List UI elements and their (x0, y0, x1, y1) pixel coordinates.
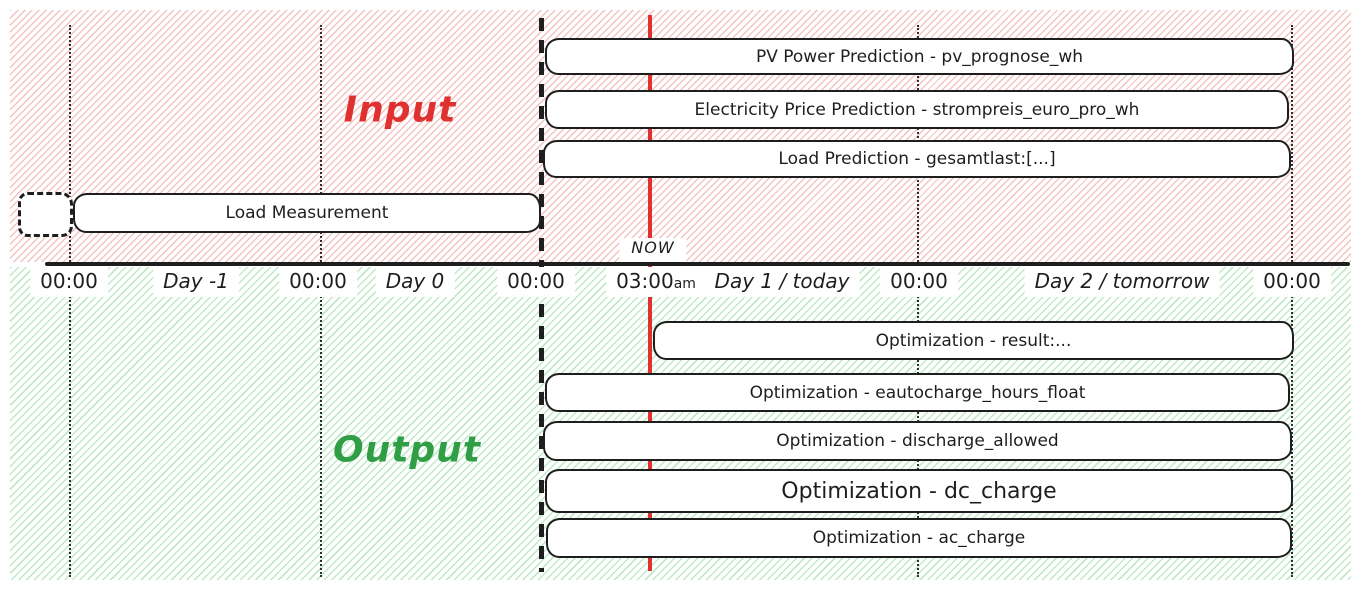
axis-tick-3: Day 0 (375, 267, 455, 297)
axis-tick-label: 00:00 (507, 269, 565, 293)
load-measurement-stub (18, 192, 73, 237)
midnight-guide-end (1291, 25, 1293, 577)
axis-tick-label: Day 0 (385, 269, 445, 293)
optimization-ac-charge-bar: Optimization - ac_charge (546, 518, 1292, 558)
axis-tick-label: 00:00 (1263, 269, 1321, 293)
electricity-price-prediction-bar-label: Electricity Price Prediction - stromprei… (694, 99, 1140, 120)
axis-tick-suffix: am (673, 276, 696, 292)
optimization-discharge-bar: Optimization - discharge_allowed (543, 421, 1292, 461)
midnight-guide-day-2 (917, 25, 919, 577)
axis-tick-6: Day 1 / today (704, 267, 860, 297)
axis-tick-2: 00:00 (279, 267, 357, 297)
time-axis-line (45, 262, 1350, 266)
axis-tick-label: Day 2 / tomorrow (1034, 269, 1210, 293)
axis-tick-9: 00:00 (1253, 267, 1331, 297)
optimization-dc-charge-bar-label: Optimization - dc_charge (781, 478, 1057, 504)
load-measurement-bar-label: Load Measurement (225, 203, 389, 223)
optimization-result-bar: Optimization - result:... (653, 321, 1294, 360)
axis-tick-1: Day -1 (153, 267, 239, 297)
axis-tick-label: 00:00 (289, 269, 347, 293)
optimization-dc-charge-bar: Optimization - dc_charge (545, 469, 1293, 513)
input-section-label: Input (343, 89, 457, 131)
load-prediction-bar-label: Load Prediction - gesamtlast:[...] (778, 149, 1056, 169)
load-measurement-bar: Load Measurement (73, 193, 541, 233)
optimization-eautocharge-bar: Optimization - eautocharge_hours_float (545, 373, 1290, 412)
axis-tick-4: 00:00 (497, 267, 575, 297)
midnight-guide-day-0 (320, 25, 322, 577)
optimization-ac-charge-bar-label: Optimization - ac_charge (812, 528, 1026, 548)
axis-tick-0: 00:00 (30, 267, 108, 297)
load-prediction-bar: Load Prediction - gesamtlast:[...] (543, 140, 1291, 178)
pv-power-prediction-bar-label: PV Power Prediction - pv_prognose_wh (755, 46, 1084, 67)
axis-tick-label: Day -1 (163, 269, 229, 293)
axis-tick-8: Day 2 / tomorrow (1024, 267, 1220, 297)
pv-power-prediction-bar: PV Power Prediction - pv_prognose_wh (545, 38, 1294, 75)
optimization-eautocharge-bar-label: Optimization - eautocharge_hours_float (749, 382, 1086, 403)
midnight-guide-day-minus-1 (69, 25, 71, 577)
axis-tick-5: 03:00am (606, 267, 706, 297)
axis-tick-label: 00:00 (40, 269, 98, 293)
optimization-result-bar-label: Optimization - result:... (875, 330, 1072, 351)
axis-tick-label: 00:00 (890, 269, 948, 293)
axis-tick-7: 00:00 (880, 267, 958, 297)
axis-tick-label: 03:00 (616, 269, 674, 293)
output-section-label: Output (332, 429, 482, 471)
now-label: NOW (619, 238, 687, 262)
axis-tick-label: Day 1 / today (714, 269, 850, 293)
optimization-discharge-bar-label: Optimization - discharge_allowed (776, 431, 1059, 451)
electricity-price-prediction-bar: Electricity Price Prediction - stromprei… (545, 90, 1289, 129)
